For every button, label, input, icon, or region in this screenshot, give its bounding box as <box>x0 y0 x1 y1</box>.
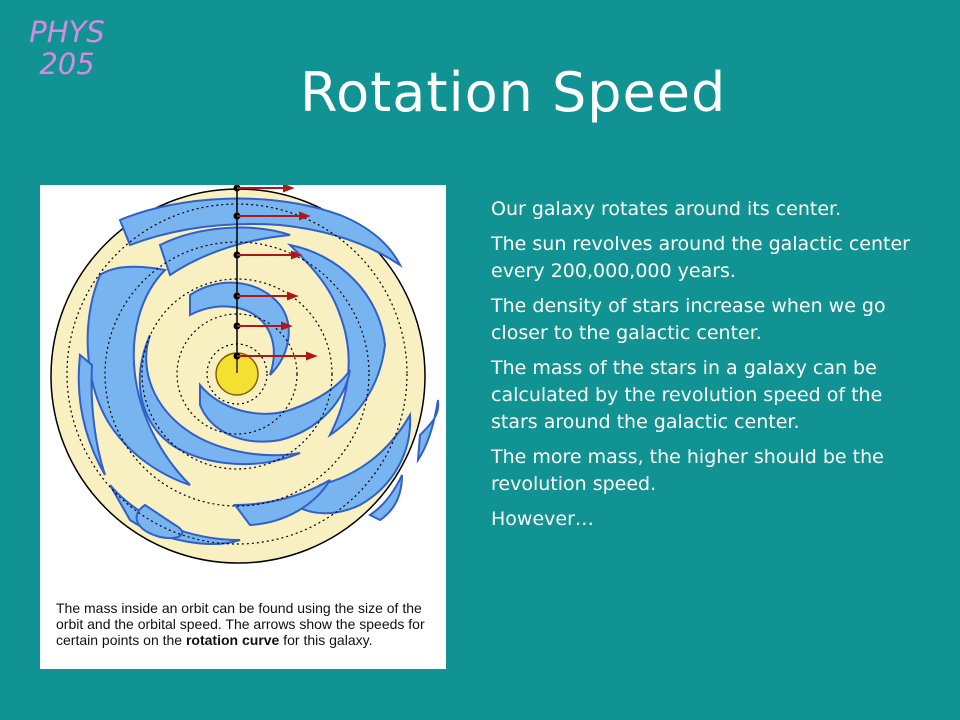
bullet-item: The density of stars increase when we go… <box>491 295 886 344</box>
bullet-item: However… <box>491 508 594 530</box>
bullet-item: The more mass, the higher should be the … <box>491 446 884 495</box>
speed-arrows <box>237 185 318 361</box>
slide-title: Rotation Speed <box>300 61 727 124</box>
course-tag: PHYS 205 <box>12 16 122 80</box>
caption-text: The mass inside an orbit can be found us… <box>56 600 425 648</box>
bullet-item: The mass of the stars in a galaxy can be… <box>491 357 883 433</box>
course-tag-line2: 205 <box>39 47 95 81</box>
galaxy-rotation-figure: The mass inside an orbit can be found us… <box>40 185 446 669</box>
figure-caption: The mass inside an orbit can be found us… <box>56 600 440 648</box>
bullet-item: Our galaxy rotates around its center. <box>491 198 842 220</box>
bullet-item: The sun revolves around the galactic cen… <box>491 233 910 282</box>
orbit-points <box>233 185 241 360</box>
bullet-list: Our galaxy rotates around its center. Th… <box>491 196 931 541</box>
galaxy-diagram <box>50 185 440 564</box>
course-tag-line1: PHYS <box>29 15 105 49</box>
caption-text-end: for this galaxy. <box>279 632 373 648</box>
caption-bold-term: rotation curve <box>185 632 280 648</box>
